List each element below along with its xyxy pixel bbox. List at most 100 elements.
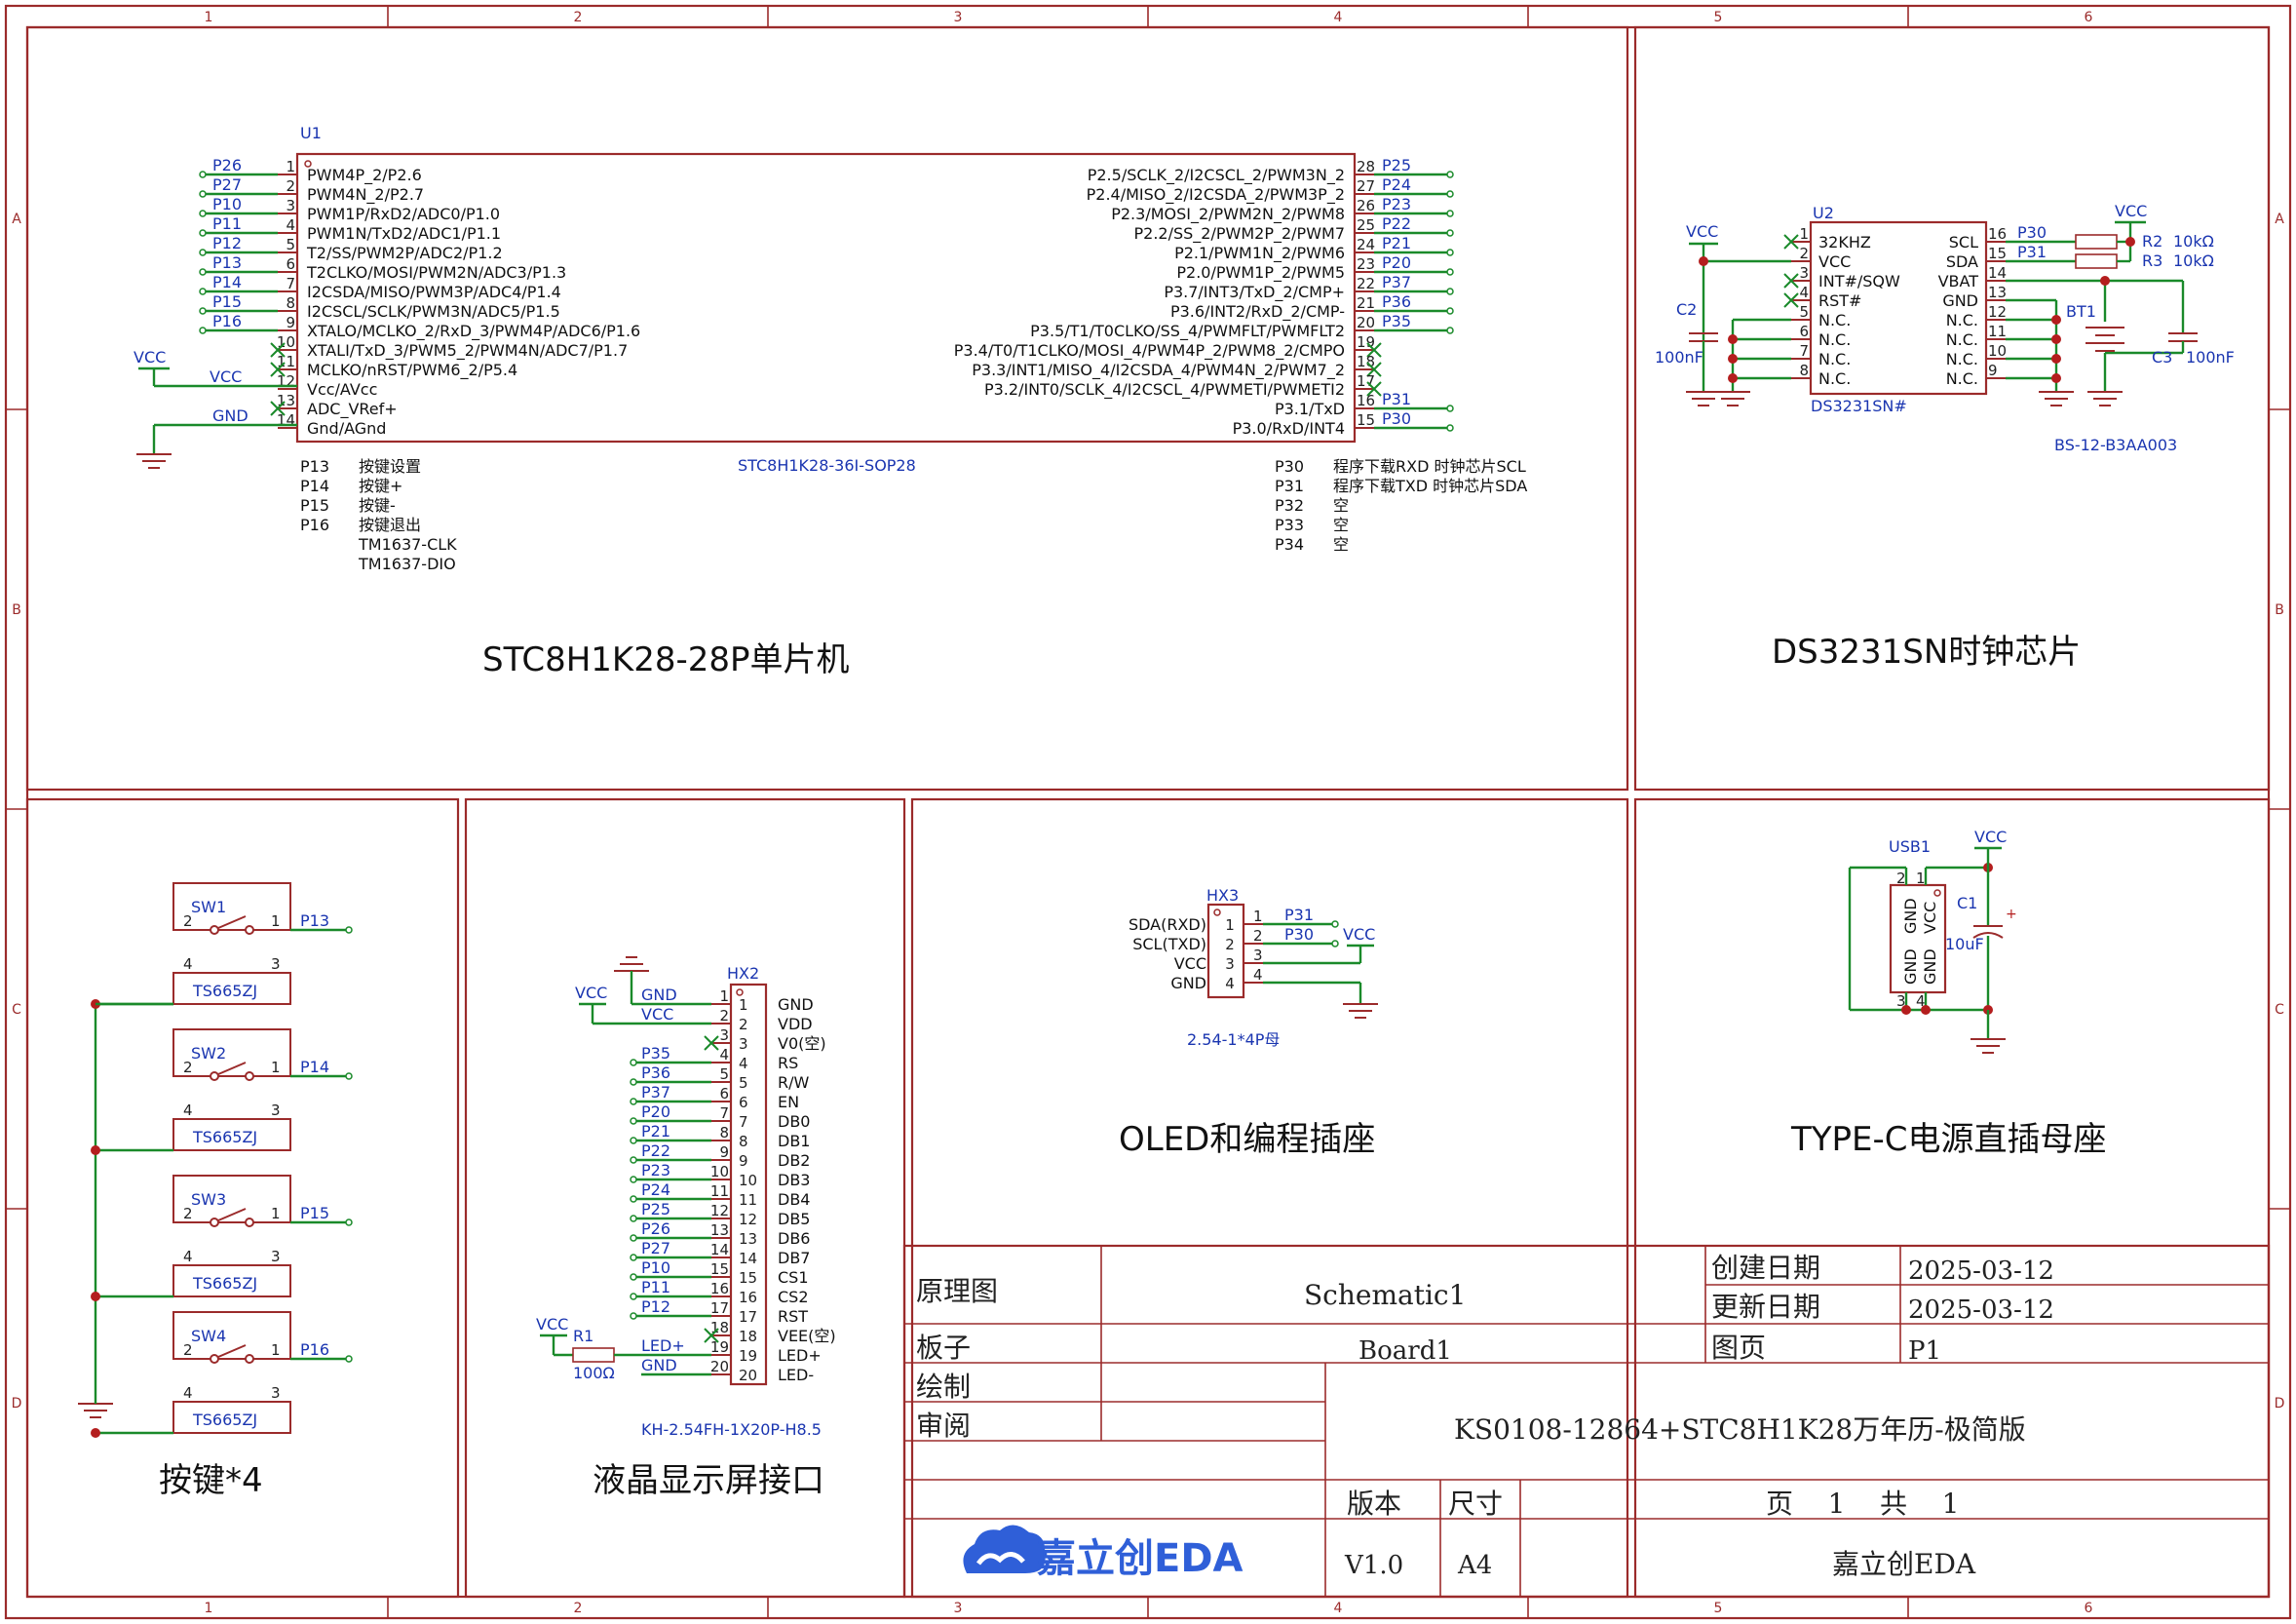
u1-note-left-net-0: P13	[300, 457, 329, 476]
grid-col-bottom-5: 5	[1714, 1601, 1723, 1616]
u1-net-P12: P12	[212, 234, 242, 252]
u2-vcc2-label: VCC	[2115, 202, 2147, 220]
hx2-pin-13-name: DB6	[778, 1229, 810, 1248]
u1-pin-6-name: T2CLKO/MOSI/PWM2N/ADC3/P1.3	[306, 263, 566, 282]
grid-row-right-2: B	[2275, 602, 2284, 618]
usb-vcc-label: VCC	[1974, 828, 2007, 846]
hx2-part: KH-2.54FH-1X20P-H8.5	[641, 1420, 822, 1439]
u1-pin-5-name: T2/SS/PWM2P/ADC2/P1.2	[306, 244, 503, 262]
u2-pin-13-name: GND	[1942, 291, 1978, 310]
u1-note-left-desc-0: 按键设置	[359, 457, 421, 476]
hx2-pin-19-num: 19	[739, 1347, 757, 1365]
u2-pin-5-name: N.C.	[1818, 311, 1851, 329]
hx2-pin-14-num: 14	[739, 1250, 757, 1267]
c3-value: 100nF	[2186, 348, 2235, 367]
hx3-vcc-label: VCC	[1343, 925, 1375, 944]
u1-pin-23-num: 23	[1357, 255, 1375, 273]
u2-pin-6-name: N.C.	[1818, 330, 1851, 349]
c3-ref: C3	[2152, 348, 2172, 367]
tb-size-label: 尺寸	[1448, 1488, 1503, 1520]
hx2-pin-3-name: V0(空)	[778, 1034, 826, 1053]
hx2-pin-3-num-left: 3	[719, 1026, 729, 1044]
key-3-pin4: 4	[183, 1248, 193, 1265]
r1-value: 100Ω	[573, 1364, 615, 1382]
hx3-component: HX3 11SDA(RXD)P3122SCL(TXD)P3033VCC44GND…	[1129, 886, 1378, 1049]
logo-text: 嘉立创EDA	[1037, 1536, 1244, 1581]
hx2-net-P35: P35	[641, 1044, 670, 1063]
u1-pin-5-num: 5	[286, 236, 295, 253]
hx2-net-P26: P26	[641, 1219, 670, 1238]
block-keys	[25, 797, 460, 1599]
u1-pin-11-name: MCLKO/nRST/PWM6_2/P5.4	[307, 361, 517, 380]
hx2-pin-12-num: 12	[739, 1211, 757, 1228]
usb-pin1-num: 1	[1916, 870, 1926, 887]
key-4-net: P16	[300, 1340, 329, 1359]
hx2-pin-2-num: 2	[739, 1016, 748, 1033]
u2-pin-4-name: RST#	[1818, 291, 1861, 310]
hx2-net-led: LED+	[641, 1336, 685, 1355]
key-4-pin2: 2	[183, 1341, 193, 1359]
u1-note-left-net-3: P16	[300, 516, 329, 534]
u1-pin-20-name: P3.5/T1/T0CLKO/SS_4/PWMFLT/PWMFLT2	[1030, 322, 1345, 341]
grid-col-bottom-4: 4	[1334, 1601, 1343, 1616]
hx2-net-P11: P11	[641, 1278, 670, 1296]
r2-ref: R2	[2142, 232, 2162, 251]
hx2-pin-15-name: CS1	[778, 1268, 809, 1287]
key-2-pin2: 2	[183, 1059, 193, 1076]
u1-net-P20: P20	[1382, 253, 1411, 272]
u1-note-right-desc-4: 空	[1333, 535, 1349, 554]
u1-pin-13-name: ADC_VRef+	[307, 400, 398, 419]
key-2-part: TS665ZJ	[192, 1128, 257, 1146]
grid-col-bottom-1: 1	[205, 1601, 213, 1616]
hx3-pin-1-label: SDA(RXD)	[1129, 915, 1206, 934]
u1-pin-7-num: 7	[286, 275, 295, 292]
key-2-pin3: 3	[271, 1102, 281, 1119]
hx2-pin-2-num-left: 2	[719, 1007, 729, 1025]
usb-pin2-num: 2	[1896, 870, 1906, 887]
hx2-pin-6-name: EN	[778, 1093, 799, 1111]
key-2-ref: SW2	[191, 1044, 226, 1063]
u1-note-right-desc-0: 程序下载RXD 时钟芯片SCL	[1333, 457, 1526, 476]
tb-drawn-label: 绘制	[916, 1371, 971, 1403]
u1-pin-18-name: P3.3/INT1/MISO_4/I2CSDA_4/PWM4N_2/PWM7_2	[972, 361, 1345, 380]
c2-value: 100nF	[1655, 348, 1703, 367]
hx2-pin-13-num-left: 13	[710, 1221, 729, 1239]
u1-net-P36: P36	[1382, 292, 1411, 311]
hx2-pin-8-num-left: 8	[719, 1124, 729, 1141]
hx3-net-P30: P30	[1284, 925, 1314, 944]
u1-pin-27-name: P2.4/MISO_2/I2CSDA_2/PWM3P_2	[1087, 185, 1345, 205]
hx2-pin-1-num-left: 1	[719, 987, 729, 1005]
u1-pin-16-name: P3.1/TxD	[1275, 400, 1345, 418]
u2-pin-14-name: VBAT	[1938, 272, 1979, 290]
tb-created-label: 创建日期	[1711, 1252, 1820, 1284]
u1-net-P21: P21	[1382, 234, 1411, 252]
u2-pin-13-num: 13	[1988, 284, 2007, 301]
key-1-net: P13	[300, 911, 329, 930]
u1-pin-28-name: P2.5/SCLK_2/I2CSCL_2/PWM3N_2	[1088, 166, 1345, 185]
grid-col-top-1: 1	[205, 10, 213, 25]
u1-net-P24: P24	[1382, 175, 1411, 194]
key-1-pin2: 2	[183, 912, 193, 930]
hx2-pin-16-num: 16	[739, 1289, 757, 1306]
u2-scl-net: P30	[2017, 223, 2047, 242]
key-1-pin1: 1	[271, 912, 281, 930]
key-3-net: P15	[300, 1204, 329, 1222]
u1-pin-17-name: P3.2/INT0/SCLK_4/I2CSCL_4/PWMETI/PWMETI2	[984, 380, 1345, 400]
key-2-pin1: 1	[271, 1059, 281, 1076]
hx2-net-P36: P36	[641, 1063, 670, 1082]
u1-note-left-desc-4: TM1637-CLK	[358, 535, 457, 554]
grid-col-bottom-6: 6	[2085, 1601, 2093, 1616]
key-4-pin3: 3	[271, 1384, 281, 1402]
u1-pin-4-name: PWM1N/TxD2/ADC1/P1.1	[307, 224, 501, 243]
u1-pin-22-name: P3.7/INT3/TxD_2/CMP+	[1164, 283, 1345, 302]
usb-pin4-name: GND	[1921, 948, 1939, 985]
u1-pin-12-name: Vcc/AVcc	[307, 380, 377, 399]
hx2-pin-6-num-left: 6	[719, 1085, 729, 1102]
u1-net-P26: P26	[212, 156, 242, 174]
u1-net-P15: P15	[212, 292, 242, 311]
grid-row-left-4: D	[12, 1396, 22, 1411]
usb-ref: USB1	[1889, 837, 1931, 856]
key-4-pin1: 1	[271, 1341, 281, 1359]
hx2-pin-6-num: 6	[739, 1094, 748, 1111]
